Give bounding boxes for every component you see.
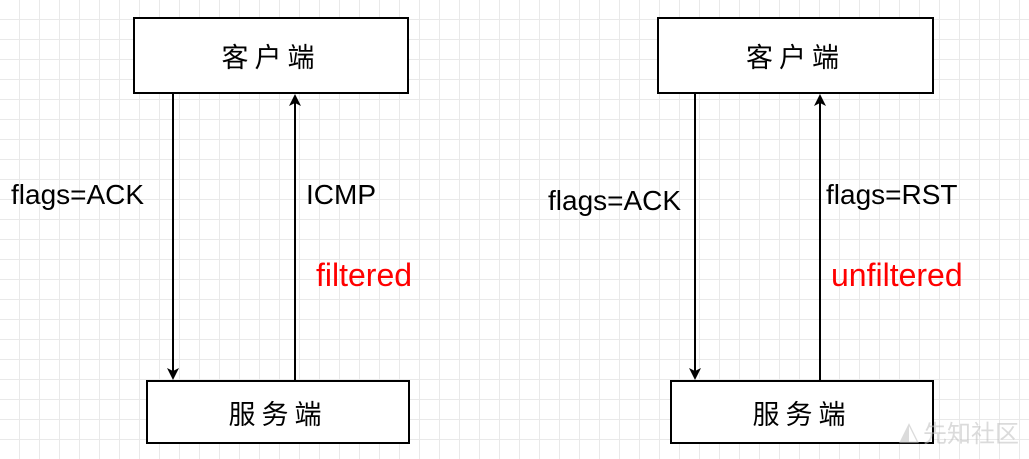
watermark-text: 先知社区 (923, 420, 1019, 448)
left-status-label: filtered (316, 257, 413, 293)
right-client-label: 客户端 (746, 43, 845, 74)
right-client-box: 客户端 (657, 17, 934, 94)
left-response-label: ICMP (306, 179, 376, 210)
right-request-label: flags=ACK (548, 185, 682, 216)
watermark: ◭ 先知社区 (899, 414, 1019, 449)
left-request-label: flags=ACK (11, 179, 145, 210)
watermark-logo-icon: ◭ (899, 416, 919, 447)
left-server-box: 服务端 (146, 380, 410, 444)
left-server-label: 服务端 (228, 399, 328, 431)
left-client-box: 客户端 (133, 17, 409, 94)
right-server-label: 服务端 (752, 399, 852, 431)
left-client-label: 客户端 (221, 43, 321, 74)
right-response-label: flags=RST (826, 179, 958, 210)
right-status-label: unfiltered (831, 257, 963, 293)
right-server-box: 服务端 (670, 380, 934, 444)
